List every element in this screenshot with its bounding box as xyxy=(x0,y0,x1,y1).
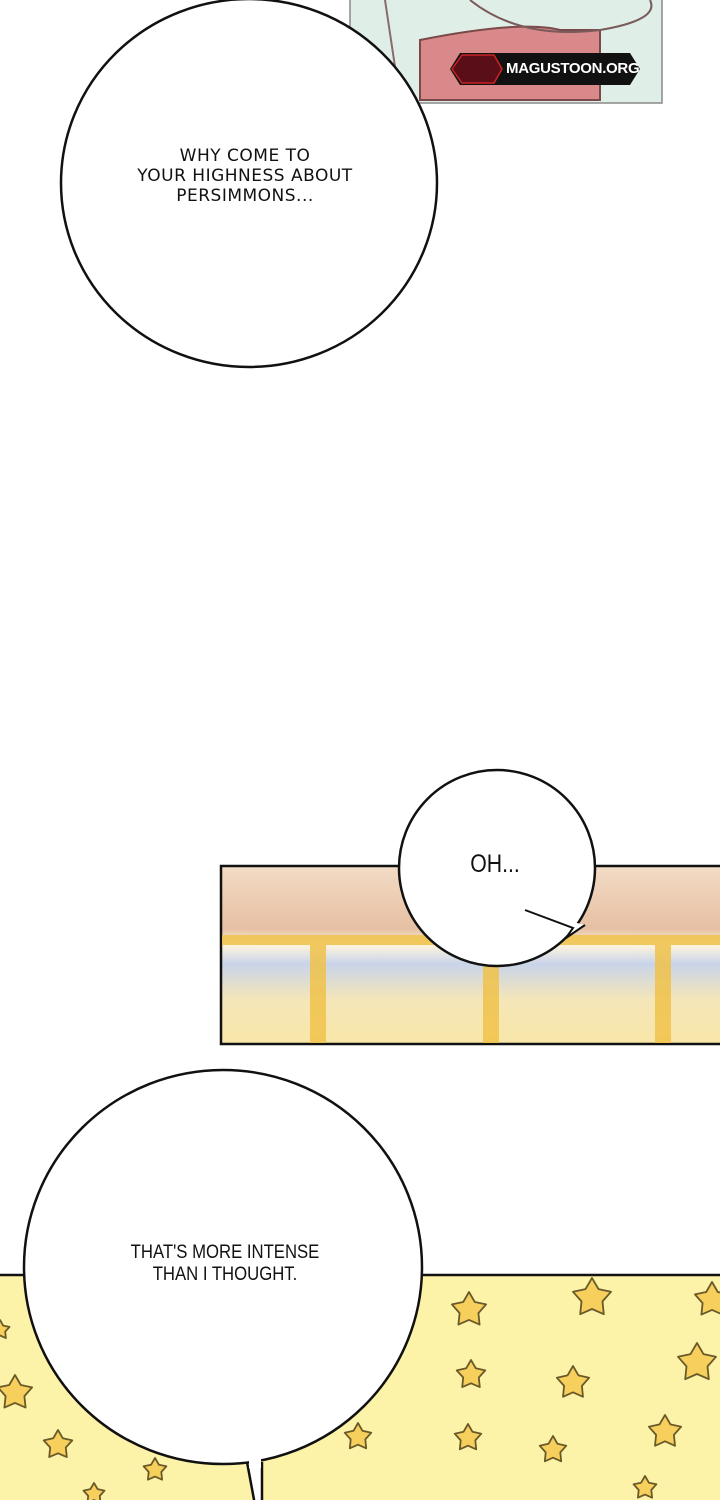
watermark-text: MAGUSTOON.ORG xyxy=(506,60,640,77)
flower-icon xyxy=(451,1291,487,1326)
bubble-1-text: WHY COME TO YOUR HIGHNESS ABOUT PERSIMMO… xyxy=(100,146,390,206)
watermark-badge-icon xyxy=(450,53,640,85)
flower-icon xyxy=(632,1475,658,1499)
flower-icon xyxy=(453,1423,483,1451)
bubble-1-line: WHY COME TO YOUR HIGHNESS ABOUT PERSIMMO… xyxy=(137,146,353,207)
bubble-2-line: OH... xyxy=(470,850,520,878)
bubble-3-line: THAT'S MORE INTENSE THAN I THOUGHT. xyxy=(130,1242,320,1286)
flower-icon xyxy=(455,1359,487,1388)
flower-icon xyxy=(0,1319,11,1339)
bubble-3-text: THAT'S MORE INTENSE THAN I THOUGHT. xyxy=(106,1242,344,1287)
watermark: MAGUSTOON.ORG xyxy=(450,53,640,85)
flower-icon xyxy=(694,1281,720,1316)
flower-icon xyxy=(0,1374,33,1409)
flower-icon xyxy=(538,1435,568,1463)
flower-icon xyxy=(343,1422,373,1450)
speech-bubble-2 xyxy=(397,768,597,968)
speech-bubble-3 xyxy=(22,1068,424,1500)
flower-icon xyxy=(42,1429,74,1458)
speech-bubble-1 xyxy=(59,0,439,369)
flower-icon xyxy=(555,1365,591,1398)
flower-icon xyxy=(572,1277,612,1316)
bubble-2-text: OH... xyxy=(440,850,551,880)
flower-icon xyxy=(82,1482,106,1500)
flower-icon xyxy=(142,1457,168,1481)
flower-icon xyxy=(647,1414,683,1447)
flower-icon xyxy=(677,1342,717,1381)
